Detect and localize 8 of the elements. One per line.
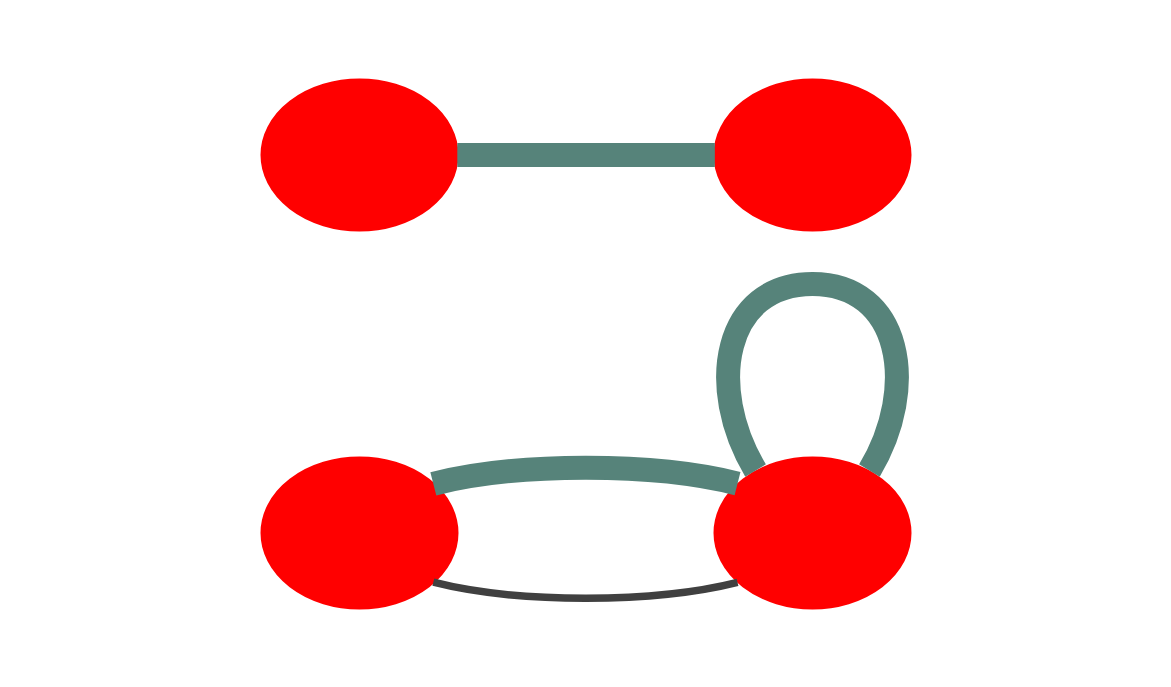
connector <box>432 578 738 602</box>
node-ellipse <box>713 456 911 609</box>
node-ellipse <box>260 456 458 609</box>
connector <box>430 455 740 495</box>
node-ellipse <box>260 78 458 231</box>
node-ellipse <box>713 78 911 231</box>
connector <box>715 271 909 476</box>
connector <box>456 142 715 167</box>
